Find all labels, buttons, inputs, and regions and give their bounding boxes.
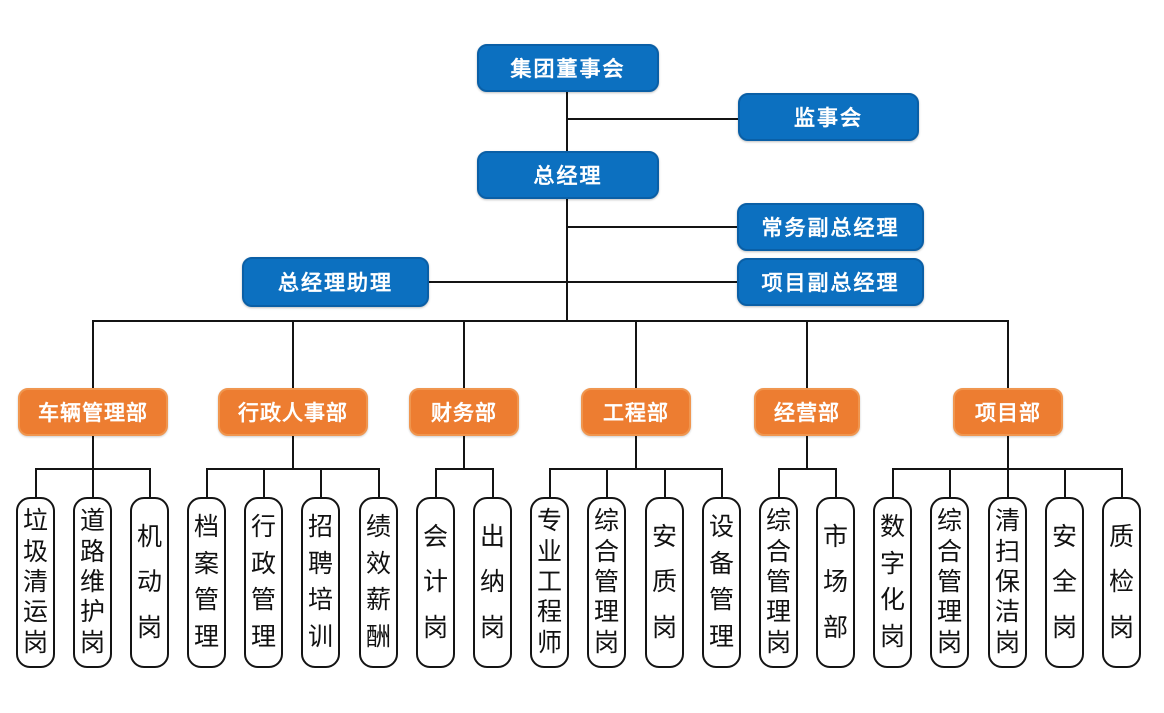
connector-line	[835, 470, 837, 497]
connector-line	[1007, 321, 1009, 388]
pos-professional-engineer: 专业工程师	[530, 497, 569, 668]
dept-finance: 财务部	[409, 388, 519, 436]
dept-project: 项目部	[953, 388, 1063, 436]
connector-line	[206, 470, 208, 497]
pos-general-mgmt-engineering: 综合管理岗	[587, 497, 626, 668]
connector-line	[149, 470, 151, 497]
node-gm-assistant: 总经理助理	[242, 257, 429, 307]
connector-line	[463, 321, 465, 388]
node-general-manager: 总经理	[477, 151, 659, 199]
connector-line	[35, 470, 37, 497]
connector-line	[549, 468, 723, 470]
connector-line	[566, 118, 738, 120]
node-executive-deputy-gm: 常务副总经理	[737, 203, 924, 251]
pos-safety: 安全岗	[1045, 497, 1084, 668]
pos-waste-removal: 垃圾清运岗	[16, 497, 55, 668]
node-project-deputy-gm: 项目副总经理	[737, 258, 924, 306]
pos-mobile-duty: 机动岗	[130, 497, 169, 668]
connector-line	[92, 321, 94, 388]
connector-line	[806, 436, 808, 469]
dept-vehicle-management: 车辆管理部	[18, 388, 168, 436]
connector-line	[292, 436, 294, 469]
node-supervisory-board: 监事会	[738, 93, 919, 141]
connector-line	[292, 321, 294, 388]
pos-quality-inspection: 质检岗	[1102, 497, 1141, 668]
connector-line	[92, 320, 1009, 322]
connector-line	[92, 436, 94, 469]
pos-archives-management: 档案管理	[187, 497, 226, 668]
pos-road-maintenance: 道路维护岗	[73, 497, 112, 668]
connector-line	[435, 468, 494, 470]
pos-general-mgmt-project: 综合管理岗	[930, 497, 969, 668]
pos-recruitment-training: 招聘培训	[301, 497, 340, 668]
connector-line	[492, 470, 494, 497]
connector-line	[606, 470, 608, 497]
connector-line	[1007, 470, 1009, 497]
connector-line	[806, 321, 808, 388]
pos-cleaning: 清扫保洁岗	[988, 497, 1027, 668]
connector-line	[949, 470, 951, 497]
connector-line	[566, 92, 568, 152]
connector-line	[721, 470, 723, 497]
dept-operations: 经营部	[754, 388, 860, 436]
connector-line	[1007, 436, 1009, 469]
pos-admin-management: 行政管理	[244, 497, 283, 668]
dept-engineering: 工程部	[581, 388, 691, 436]
pos-cashier: 出纳岗	[473, 497, 512, 668]
pos-digitalization: 数字化岗	[873, 497, 912, 668]
connector-line	[778, 468, 837, 470]
connector-line	[566, 199, 568, 321]
pos-general-mgmt-operations: 综合管理岗	[759, 497, 798, 668]
connector-line	[206, 468, 380, 470]
connector-line	[35, 468, 151, 470]
connector-line	[892, 468, 1123, 470]
connector-line	[549, 470, 551, 497]
connector-line	[263, 470, 265, 497]
connector-line	[1064, 470, 1066, 497]
pos-accounting: 会计岗	[416, 497, 455, 668]
connector-line	[664, 470, 666, 497]
connector-line	[892, 470, 894, 497]
connector-line	[378, 470, 380, 497]
connector-line	[429, 281, 737, 283]
pos-market-department: 市场部	[816, 497, 855, 668]
connector-line	[778, 470, 780, 497]
connector-line	[635, 436, 637, 469]
pos-equipment-management: 设备管理	[702, 497, 741, 668]
dept-admin-hr: 行政人事部	[218, 388, 368, 436]
connector-line	[463, 436, 465, 469]
node-board-of-directors: 集团董事会	[477, 44, 659, 92]
connector-line	[435, 470, 437, 497]
pos-safety-quality: 安质岗	[645, 497, 684, 668]
connector-line	[92, 470, 94, 497]
connector-line	[320, 470, 322, 497]
connector-line	[566, 226, 737, 228]
connector-line	[1121, 470, 1123, 497]
connector-line	[635, 321, 637, 388]
pos-performance-pay: 绩效薪酬	[359, 497, 398, 668]
